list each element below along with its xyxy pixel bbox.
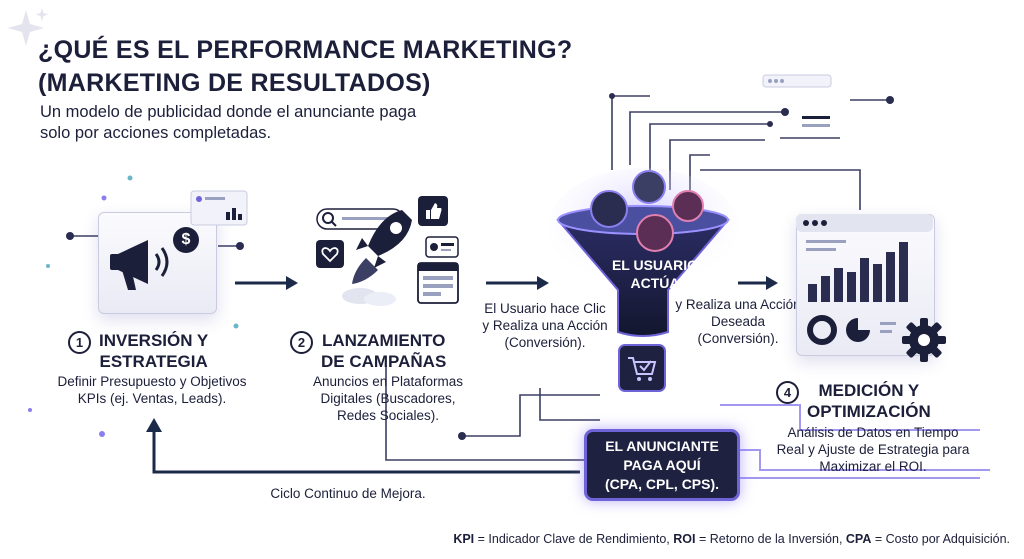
step-2-number: 2 [290, 331, 313, 354]
user-avatar-icon [672, 190, 704, 222]
funnel-label-line2: ACTÚA [630, 275, 680, 291]
kpi-abbr: KPI [453, 532, 475, 546]
step-2-heading: 2 LANZAMIENTO DE CAMPAÑAS [290, 330, 446, 372]
chart-card-icon [190, 190, 248, 226]
step-4-description: Análisis de Datos en Tiempo Real y Ajust… [776, 425, 970, 474]
status-bars-icon [762, 74, 832, 127]
cart-check-icon [618, 344, 666, 392]
funnel-label-line1: EL USUARIO [611, 257, 699, 273]
step-2-title-line2: DE CAMPAÑAS [321, 352, 447, 371]
step-1-description: Definir Presupuesto y Objetivos KPIs (ej… [57, 374, 247, 406]
step-2-description: Anuncios en Plataformas Digitales (Busca… [312, 374, 464, 423]
step-4-title-line1: MEDICIÓN Y [818, 381, 920, 400]
heart-icon [316, 240, 344, 268]
pay-box-line2: PAGA AQUÍ [623, 456, 701, 473]
dollar-icon: $ [173, 227, 199, 253]
step-4-heading: 4 MEDICIÓN Y OPTIMIZACIÓN [776, 380, 931, 422]
page-subtitle: Un modelo de publicidad donde el anuncia… [40, 103, 417, 142]
step-1-number: 1 [68, 331, 91, 354]
cycle-label: Ciclo Continuo de Mejora. [270, 486, 426, 501]
step-1-title-line2: ESTRATEGIA [99, 352, 208, 371]
pay-box-line1: EL ANUNCIANTE [605, 437, 719, 454]
gear-icon [902, 318, 946, 362]
abbreviations-footer: KPI = Indicador Clave de Rendimiento, RO… [453, 532, 1010, 546]
cpa-abbr: CPA [845, 532, 872, 546]
action-note: y Realiza una Acción Deseada (Conversión… [675, 297, 801, 346]
page-title: ¿QUÉ ES EL PERFORMANCE MARKETING? (MARKE… [38, 34, 572, 100]
funnel-label: EL USUARIO ACTÚA [590, 256, 720, 292]
roi-abbr: ROI [673, 532, 696, 546]
browser-icon [417, 262, 459, 304]
user-avatar-icon [636, 214, 674, 252]
id-card-icon [425, 236, 459, 258]
title-line-2: (MARKETING DE RESULTADOS) [38, 69, 431, 97]
step-4-number: 4 [776, 381, 799, 404]
pay-box-line3: (CPA, CPL, CPS). [604, 475, 720, 492]
cpa-text: = Costo por Adquisición. [871, 532, 1010, 546]
dashboard-icon [796, 214, 933, 345]
step-1-title-line1: INVERSIÓN Y [99, 331, 209, 350]
step-1-heading: 1 INVERSIÓN Y ESTRATEGIA [68, 330, 208, 372]
advertiser-pays-box: EL ANUNCIANTE PAGA AQUÍ (CPA, CPL, CPS). [584, 429, 740, 501]
kpi-text: = Indicador Clave de Rendimiento, [474, 532, 674, 546]
click-note: El Usuario hace Clic y Realiza una Acció… [482, 301, 608, 350]
thumbs-up-icon [418, 196, 448, 226]
rocket-icon [342, 210, 412, 306]
megaphone-icon [110, 240, 169, 290]
title-line-1: ¿QUÉ ES EL PERFORMANCE MARKETING? [38, 36, 573, 64]
step-2-title-line1: LANZAMIENTO [321, 331, 446, 350]
user-avatar-icon [590, 190, 628, 228]
sparkle-icon [8, 8, 48, 46]
roi-text: = Retorno de la Inversión, [695, 532, 846, 546]
user-avatar-icon [632, 170, 666, 204]
step-4-title-line2: OPTIMIZACIÓN [807, 402, 931, 421]
